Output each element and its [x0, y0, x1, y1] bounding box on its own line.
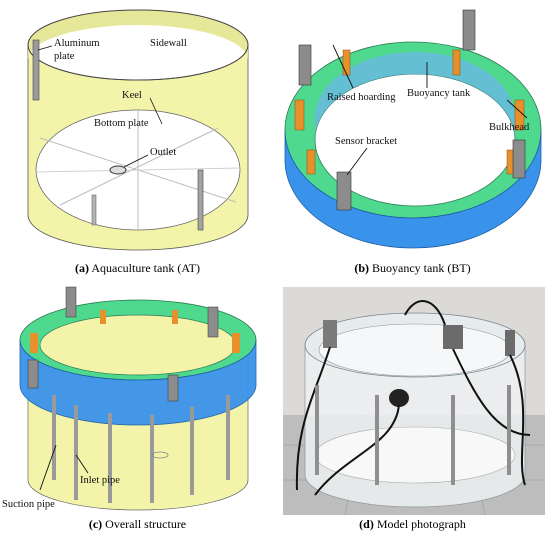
bulkhead-3 [100, 310, 106, 324]
cable-5 [404, 300, 446, 326]
leader-inlet-pipe [75, 454, 89, 474]
caption-d-letter: (d) [359, 517, 374, 531]
label-bottom-plate: Bottom plate [94, 118, 149, 129]
ring-outer-side [19, 339, 257, 426]
rod-2 [375, 395, 379, 485]
pipe-1 [52, 395, 56, 480]
sensor-bracket-3 [27, 359, 39, 389]
panel-aquaculture-tank: Aluminum plate Sidewall Keel Bottom plat… [0, 0, 275, 285]
bulkhead-2 [232, 333, 240, 353]
label-plate: plate [54, 51, 75, 62]
bulkhead-5 [306, 149, 316, 175]
caption-a-letter: (a) [75, 261, 90, 275]
ring-inner-wall [315, 52, 515, 140]
bulkhead-4 [452, 49, 461, 76]
keel-line-4 [35, 167, 241, 173]
ring-inner-opening [39, 314, 237, 376]
aluminum-plate-front [91, 194, 97, 226]
buoyancy-tank-drawing: Raised hoarding Buoyancy tank Bulkhead S… [284, 9, 542, 249]
sensor-bracket-2 [207, 306, 219, 338]
sensor-center [389, 389, 409, 407]
tank-bottom-plate [314, 426, 516, 484]
label-raised-hoarding: Raised hoarding [327, 92, 396, 103]
pipe-5 [190, 407, 194, 495]
aquaculture-tank-drawing: Aluminum plate Sidewall Keel Bottom plat… [27, 9, 249, 251]
outlet-shape [151, 451, 169, 459]
caption-d-text: Model photograph [373, 517, 466, 531]
leader-keel [149, 97, 163, 125]
pipe-2 [74, 405, 78, 500]
panel-buoyancy-tank: Raised hoarding Buoyancy tank Bulkhead S… [275, 0, 550, 285]
sensor-bracket-2 [462, 9, 476, 51]
caption-c-text: Overall structure [102, 517, 187, 531]
label-aluminum: Aluminum [54, 38, 100, 49]
label-sensor-bracket: Sensor bracket [335, 136, 397, 147]
leader-sensor-bracket [346, 147, 368, 176]
cable-2 [452, 348, 531, 436]
sensor-bracket-4 [167, 374, 179, 402]
label-inlet-pipe: Inlet pipe [80, 475, 120, 486]
caption-b-text: Buoyancy tank (BT) [369, 261, 471, 275]
aluminum-plate-right [197, 169, 204, 231]
sensor-bracket-1 [323, 320, 337, 348]
sidewall-inner-shade [28, 10, 248, 60]
outlet-shape [109, 165, 127, 175]
aluminum-plate-left [32, 39, 40, 101]
panel-model-photograph: (d) Model photograph [275, 285, 550, 540]
top-rim [27, 9, 249, 81]
caption-c: (c) Overall structure [0, 517, 275, 532]
leader-aluminum [37, 45, 53, 51]
cable-3 [509, 354, 526, 486]
sensor-bracket-4 [336, 171, 352, 211]
label-outlet: Outlet [150, 147, 176, 158]
caption-d: (d) Model photograph [275, 517, 550, 532]
rod-4 [507, 385, 511, 475]
rod-3 [451, 395, 455, 485]
overall-structure-drawing: Suction pipe Inlet pipe [2, 286, 257, 511]
keel-line-2 [59, 127, 219, 206]
pipe-4 [150, 415, 154, 503]
sensor-bracket-1 [65, 286, 77, 318]
label-bulkhead: Bulkhead [489, 122, 530, 133]
leader-outlet [123, 154, 149, 168]
sensor-bracket-3 [505, 330, 515, 356]
label-keel: Keel [122, 90, 142, 101]
cable-4 [314, 404, 400, 496]
label-buoyancy-tank: Buoyancy tank [407, 88, 471, 99]
leader-raised-hoarding [332, 44, 354, 89]
pipe-3 [108, 413, 112, 503]
pipe-6 [226, 395, 230, 480]
label-suction-pipe: Suction pipe [2, 499, 55, 510]
bulkhead-4 [172, 310, 178, 324]
leader-bulkhead [506, 99, 528, 119]
cable-1 [295, 346, 331, 491]
panel-overall-structure: Suction pipe Inlet pipe (c) Overall stru… [0, 285, 275, 540]
leader-suction-pipe [39, 444, 57, 491]
rod-1 [315, 385, 319, 475]
bulkhead-3 [342, 49, 351, 76]
sensor-bracket-3 [512, 139, 526, 179]
sensor-bracket-2 [443, 325, 463, 349]
caption-a: (a) Aquaculture tank (AT) [0, 261, 275, 276]
tank-inner-opening [318, 323, 512, 377]
caption-b: (b) Buoyancy tank (BT) [275, 261, 550, 276]
bulkhead-1 [30, 333, 38, 353]
label-sidewall: Sidewall [150, 38, 187, 49]
bulkhead-1 [294, 99, 305, 131]
sensor-bracket-1 [298, 44, 312, 86]
caption-a-text: Aquaculture tank (AT) [89, 261, 200, 275]
caption-c-letter: (c) [88, 517, 103, 531]
caption-b-letter: (b) [354, 261, 369, 275]
model-photograph [283, 287, 545, 516]
